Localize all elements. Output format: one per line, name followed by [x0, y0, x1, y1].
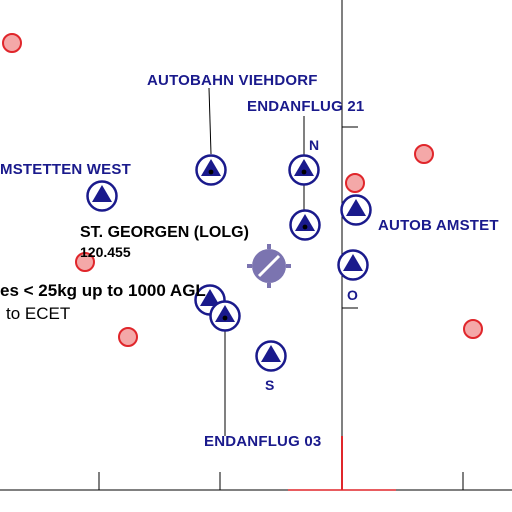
- triangle-in-circle-icon: [337, 249, 369, 281]
- obstacle-circle-icon: [75, 252, 95, 272]
- triangle-in-circle-icon: [209, 300, 241, 332]
- airspace-note-sub: to ECET: [6, 304, 71, 323]
- reporting-point-label: ENDANFLUG 21: [247, 98, 365, 115]
- obstacle-circle-icon: [414, 144, 434, 164]
- airport-name: ST. GEORGEN (LOLG): [80, 224, 249, 241]
- grid-lines: [0, 0, 512, 491]
- direction-label-south: S: [265, 377, 275, 393]
- airfield-icon[interactable]: [247, 244, 291, 288]
- triangle-in-circle-icon: [195, 154, 227, 186]
- triangle-in-circle-icon: [255, 340, 287, 372]
- reporting-point-label: MSTETTEN WEST: [0, 161, 131, 178]
- obstacle-circle-icon: [2, 33, 22, 53]
- airport-frequency: 120.455: [80, 244, 131, 260]
- obstacles: [2, 33, 483, 347]
- reporting-point-label: AUTOBAHN VIEHDORF: [147, 72, 318, 89]
- reporting-point-symbols[interactable]: [86, 154, 372, 372]
- triangle-in-circle-icon: [288, 154, 320, 186]
- obstacle-circle-icon: [118, 327, 138, 347]
- triangle-in-circle-icon: [289, 209, 321, 241]
- obstacle-circle-icon: [345, 173, 365, 193]
- reporting-point-label: ENDANFLUG 03: [204, 433, 322, 450]
- direction-label-east: O: [347, 287, 358, 303]
- runway-marker: [288, 436, 396, 491]
- direction-label-north: N: [309, 137, 320, 153]
- reporting-point-label: AUTOB AMSTET: [378, 217, 499, 234]
- airspace-note: es < 25kg up to 1000 AGL: [0, 281, 206, 300]
- obstacle-circle-icon: [463, 319, 483, 339]
- triangle-in-circle-icon: [340, 194, 372, 226]
- triangle-in-circle-icon: [86, 180, 118, 212]
